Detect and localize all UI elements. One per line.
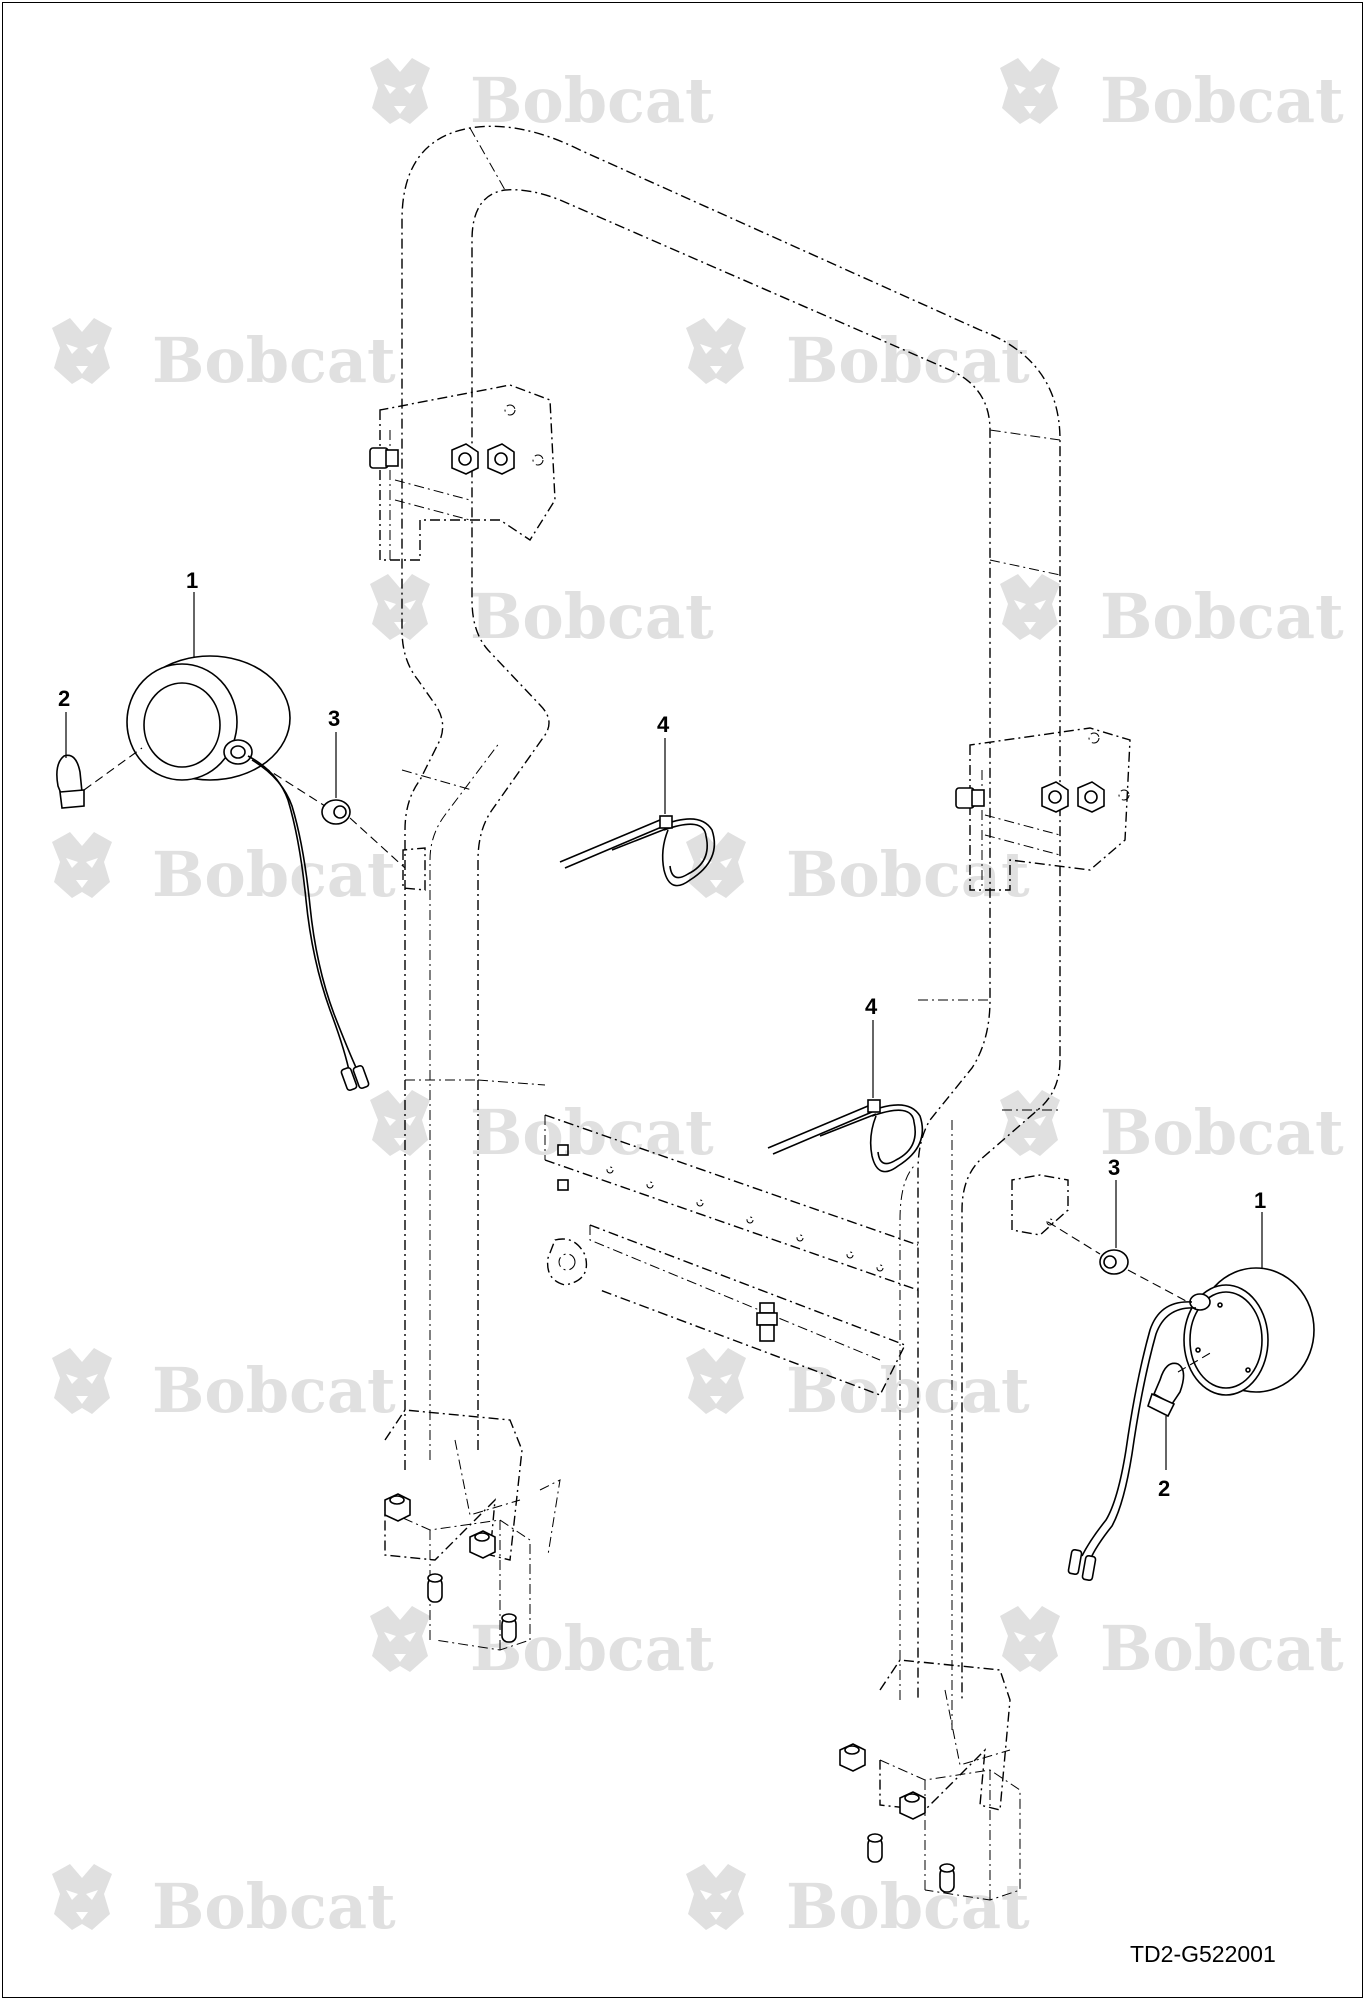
bobcat-logo-watermark-icon	[1000, 574, 1060, 640]
callout-left-washer: 3	[328, 706, 340, 731]
bobcat-logo-watermark-icon	[686, 1864, 746, 1930]
nut	[487, 443, 515, 475]
nut	[1077, 781, 1105, 813]
right-wire-terminals	[1067, 1548, 1097, 1582]
watermark-text: Bobcat	[1100, 1096, 1344, 1169]
watermark-text: Bobcat	[152, 324, 396, 397]
watermark-text: Bobcat	[786, 324, 1030, 397]
left-wire-terminals	[340, 1064, 370, 1092]
bolt	[955, 787, 985, 809]
callout-right-light: 1	[1254, 1188, 1266, 1213]
left-light-wire	[251, 759, 359, 1073]
bobcat-logo-watermark-icon	[52, 318, 112, 384]
callout-lower-tie: 4	[865, 994, 878, 1019]
watermark-text: Bobcat	[1100, 1612, 1344, 1685]
callout-left-light: 1	[186, 568, 198, 593]
watermark-text: Bobcat	[786, 838, 1030, 911]
right-light-wire	[1081, 1301, 1193, 1557]
right-bulb	[1147, 1362, 1185, 1418]
bobcat-logo-watermark-icon	[370, 1090, 430, 1156]
nut	[899, 1791, 926, 1820]
callouts: 1 2 3 4 4 3 1 2	[58, 568, 1266, 1501]
watermark-text: Bobcat	[1100, 580, 1344, 653]
stud	[939, 1863, 955, 1893]
stud	[867, 1833, 883, 1863]
left-bulb	[56, 754, 85, 809]
callout-upper-tie: 4	[657, 712, 670, 737]
watermark-layer: Bobcat Bobcat Bobcat Bobcat Bobcat Bobca…	[52, 58, 1344, 1943]
nut	[1041, 781, 1069, 813]
watermark-text: Bobcat	[152, 1870, 396, 1943]
drawing-code: TD2-G522001	[1130, 1941, 1276, 1967]
left-work-light	[126, 655, 291, 781]
left-washer	[321, 799, 351, 825]
callout-left-bulb: 2	[58, 686, 70, 711]
bolt	[369, 447, 399, 469]
watermark-text: Bobcat	[470, 580, 714, 653]
rops-frame	[379, 125, 1131, 1901]
nut	[469, 1530, 496, 1559]
center-bolt	[756, 1302, 778, 1342]
right-washer	[1099, 1249, 1129, 1275]
watermark-text: Bobcat	[152, 838, 396, 911]
watermark-text: Bobcat	[152, 1354, 396, 1427]
watermark-text: Bobcat	[470, 64, 714, 137]
watermark-text: Bobcat	[786, 1870, 1030, 1943]
callout-right-washer: 3	[1108, 1155, 1120, 1180]
watermark-text: Bobcat	[470, 1096, 714, 1169]
right-light-wire	[1089, 1307, 1197, 1561]
stud	[427, 1573, 443, 1603]
bobcat-logo-watermark-icon	[1000, 1090, 1060, 1156]
watermark-text: Bobcat	[786, 1354, 1030, 1427]
watermark-text: Bobcat	[1100, 64, 1344, 137]
nut	[451, 443, 479, 475]
bobcat-logo-watermark-icon	[1000, 1606, 1060, 1672]
callout-right-bulb: 2	[1158, 1476, 1170, 1501]
bobcat-logo-watermark-icon	[52, 1864, 112, 1930]
nut	[384, 1493, 411, 1522]
bobcat-logo-watermark-icon	[686, 1348, 746, 1414]
bobcat-logo-watermark-icon	[686, 318, 746, 384]
bobcat-logo-watermark-icon	[1000, 58, 1060, 124]
stud	[501, 1613, 517, 1643]
frame-hardware	[369, 404, 1130, 1893]
nut	[839, 1743, 866, 1772]
bobcat-logo-watermark-icon	[52, 832, 112, 898]
bobcat-logo-watermark-icon	[686, 832, 746, 898]
bobcat-logo-watermark-icon	[370, 58, 430, 124]
lower-cable-tie	[767, 1099, 924, 1173]
right-work-light	[1183, 1267, 1315, 1396]
bobcat-logo-watermark-icon	[52, 1348, 112, 1414]
upper-cable-tie	[559, 815, 716, 887]
bobcat-logo-watermark-icon	[370, 1606, 430, 1672]
bobcat-logo-watermark-icon	[370, 574, 430, 640]
